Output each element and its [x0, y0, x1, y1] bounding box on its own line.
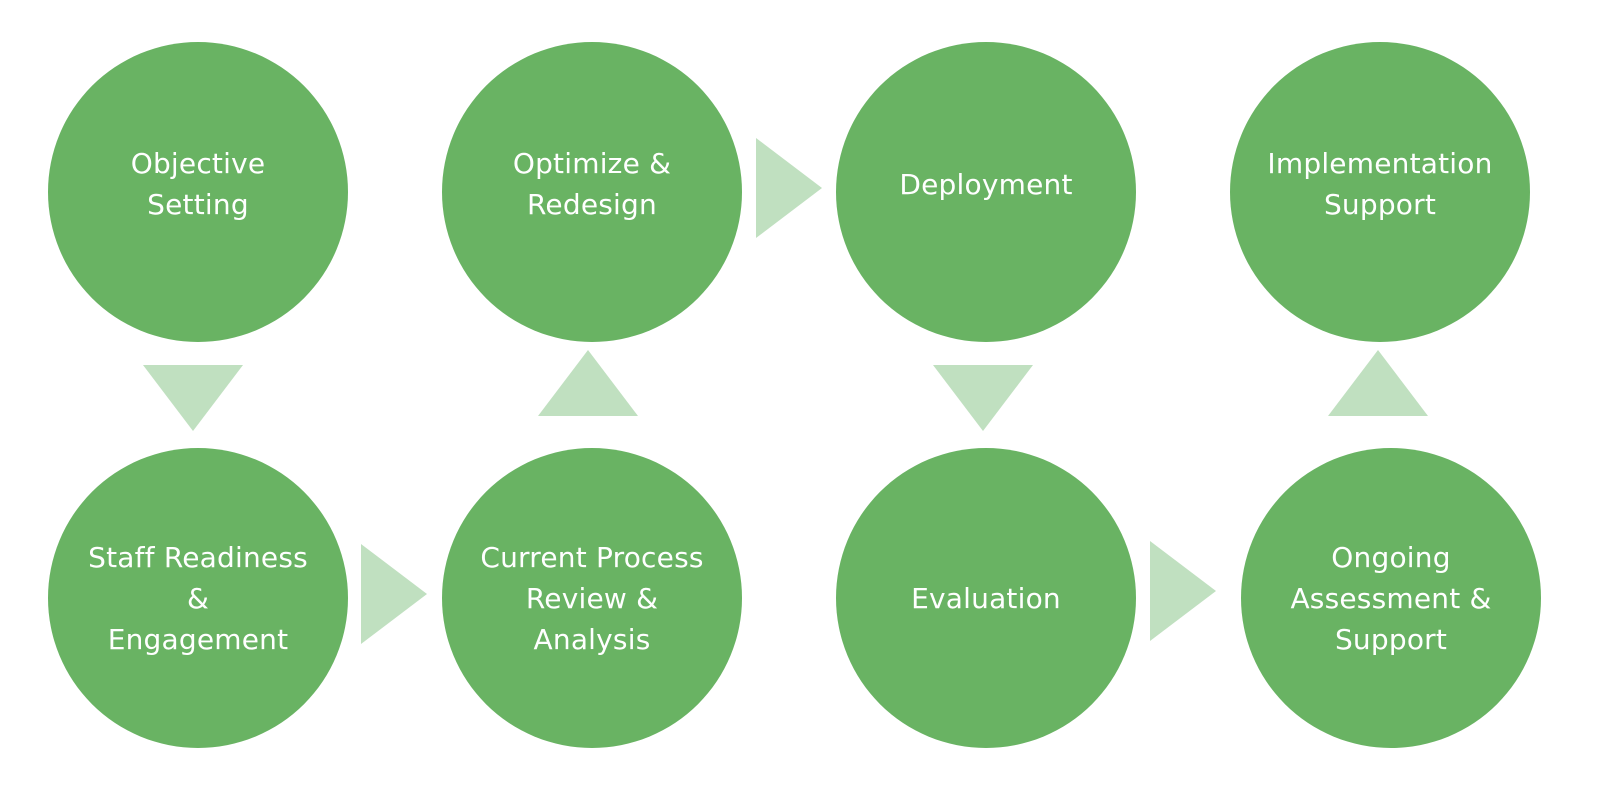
step-deployment: Deployment: [836, 42, 1136, 342]
arrow-right-icon: [1150, 541, 1216, 641]
step-staff-readiness-engagement: Staff Readiness & Engagement: [48, 448, 348, 748]
arrow-down-icon: [933, 365, 1033, 431]
step-label: Deployment: [899, 167, 1073, 201]
step-current-process-review-analysis: Current Process Review & Analysis: [442, 448, 742, 748]
arrow-down-icon: [143, 365, 243, 431]
arrow-up-icon: [538, 350, 638, 416]
arrow-right-icon: [361, 544, 427, 644]
step-implementation-support: Implementation Support: [1230, 42, 1530, 342]
step-label: Optimize & Redesign: [512, 147, 672, 221]
step-label: Implementation Support: [1267, 147, 1493, 221]
step-label: Objective Setting: [130, 147, 266, 221]
step-label: Evaluation: [911, 581, 1061, 615]
step-label: Current Process Review & Analysis: [480, 540, 704, 656]
step-evaluation: Evaluation: [836, 448, 1136, 748]
step-objective-setting: Objective Setting: [48, 42, 348, 342]
arrow-right-icon: [756, 138, 822, 238]
step-label: Staff Readiness & Engagement: [88, 540, 308, 656]
arrow-up-icon: [1328, 350, 1428, 416]
step-optimize-redesign: Optimize & Redesign: [442, 42, 742, 342]
step-label: Ongoing Assessment & Support: [1290, 540, 1492, 656]
step-ongoing-assessment-support: Ongoing Assessment & Support: [1241, 448, 1541, 748]
